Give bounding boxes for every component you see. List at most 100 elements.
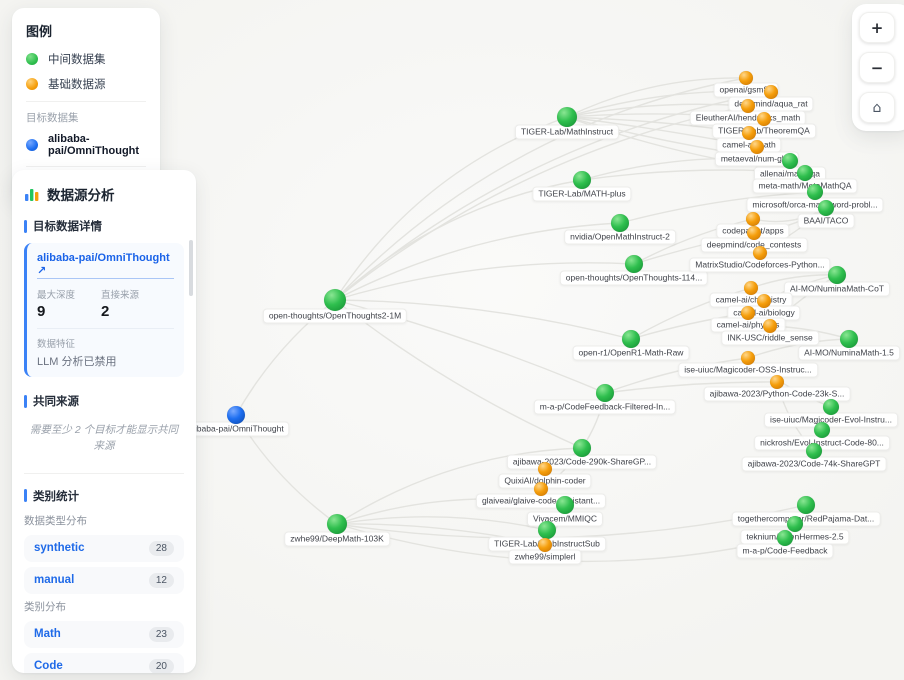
analysis-header: 数据源分析 xyxy=(24,184,184,204)
graph-edge xyxy=(604,381,778,394)
graph-node-g11-intermediate[interactable] xyxy=(326,513,348,535)
graph-node-o1-base[interactable] xyxy=(738,70,754,86)
graph-node-g16-intermediate[interactable] xyxy=(827,265,847,285)
category-name: Math xyxy=(34,628,61,640)
graph-node-g22-intermediate[interactable] xyxy=(786,515,804,533)
divider xyxy=(26,101,146,102)
graph-edge xyxy=(604,357,749,394)
graph-node-g20-intermediate[interactable] xyxy=(805,442,823,460)
analysis-title: 数据源分析 xyxy=(47,188,115,203)
graph-node-o17-base[interactable] xyxy=(533,481,549,497)
graph-node-o3-base[interactable] xyxy=(740,98,756,114)
legend-target-item: alibaba-pai/OmniThought xyxy=(26,133,146,157)
graph-node-o12-base[interactable] xyxy=(740,305,756,321)
graph-node-o9-base[interactable] xyxy=(752,245,768,261)
section-target-details: 目标数据详情 xyxy=(24,218,184,234)
panel-scrollbar-thumb[interactable] xyxy=(189,240,193,296)
graph-node-o10-base[interactable] xyxy=(743,280,759,296)
graph-edge xyxy=(633,218,754,265)
data-features: 数据特征 LLM 分析已禁用 xyxy=(37,339,117,368)
section-accent-bar xyxy=(24,394,27,408)
category-name: synthetic xyxy=(34,542,85,554)
graph-node-g10-intermediate[interactable] xyxy=(537,520,557,540)
graph-node-o13-base[interactable] xyxy=(762,318,778,334)
graph-node-g15-intermediate[interactable] xyxy=(817,199,835,217)
target-dataset-link[interactable]: alibaba-pai/OmniThought ↗ xyxy=(37,252,174,279)
section-accent-bar xyxy=(24,489,27,502)
legend-item-label: 中间数据集 xyxy=(48,54,106,66)
legend-item-intermediate: 中间数据集 xyxy=(26,51,146,67)
graph-node-g7-intermediate[interactable] xyxy=(595,383,615,403)
graph-edge xyxy=(566,77,747,118)
count-badge: 23 xyxy=(148,626,174,642)
category-name: Code xyxy=(34,660,63,672)
graph-node-o7-base[interactable] xyxy=(745,211,761,227)
graph-node-g4-intermediate[interactable] xyxy=(624,254,644,274)
graph-node-o2-base[interactable] xyxy=(763,84,779,100)
graph-node-g14-intermediate[interactable] xyxy=(806,183,824,201)
graph-edge xyxy=(334,91,772,301)
category-row-math[interactable]: Math 23 xyxy=(24,620,184,648)
graph-edge xyxy=(336,447,583,525)
graph-edge xyxy=(334,262,635,301)
graph-edge xyxy=(334,105,749,301)
graph-node-o18-base[interactable] xyxy=(537,537,553,553)
legend-title: 图例 xyxy=(26,24,53,39)
target-section-label: 目标数据集 xyxy=(26,112,79,124)
graph-node-o14-base[interactable] xyxy=(740,350,756,366)
category-row-code[interactable]: Code 20 xyxy=(24,652,184,673)
graph-node-g9-intermediate[interactable] xyxy=(555,495,575,515)
graph-edge xyxy=(334,299,632,340)
graph-node-g8-intermediate[interactable] xyxy=(572,438,592,458)
graph-node-g19-intermediate[interactable] xyxy=(813,421,831,439)
graph-node-o15-base[interactable] xyxy=(769,374,785,390)
graph-edge xyxy=(566,103,749,118)
graph-node-g23-intermediate[interactable] xyxy=(776,529,794,547)
graph-node-g18-intermediate[interactable] xyxy=(822,398,840,416)
graph-node-g17-intermediate[interactable] xyxy=(839,329,859,349)
category-row-synthetic[interactable]: synthetic 28 xyxy=(24,534,184,562)
graph-node-o4-base[interactable] xyxy=(756,111,772,127)
section-common-sources: 共同来源 xyxy=(24,393,184,409)
legend-panel: 图例 中间数据集 基础数据源 目标数据集 alibaba-pai/OmniTho… xyxy=(12,8,160,201)
count-badge: 28 xyxy=(148,540,174,556)
graph-node-g5-intermediate[interactable] xyxy=(323,288,347,312)
graph-node-o8-base[interactable] xyxy=(746,225,762,241)
analysis-panel: 数据源分析 目标数据详情 alibaba-pai/OmniThought ↗ 最… xyxy=(12,170,196,673)
legend-item-base: 基础数据源 xyxy=(26,76,146,92)
zoom-in-button[interactable]: + xyxy=(859,12,895,43)
graph-edge xyxy=(336,516,548,531)
graph-node-g3-intermediate[interactable] xyxy=(610,213,630,233)
map-controls: + − ⌂ xyxy=(852,4,904,131)
graph-node-b1-target[interactable] xyxy=(226,405,246,425)
graph-edge xyxy=(334,222,621,301)
zoom-out-button[interactable]: − xyxy=(859,52,895,83)
graph-node-g13-intermediate[interactable] xyxy=(796,164,814,182)
graph-node-o5-base[interactable] xyxy=(741,125,757,141)
graph-edge xyxy=(334,77,747,301)
reset-view-button[interactable]: ⌂ xyxy=(859,92,895,123)
category-group-label: 数据类型分布 xyxy=(24,514,87,527)
section-accent-bar xyxy=(24,219,27,233)
graph-node-g1-intermediate[interactable] xyxy=(556,106,578,128)
count-badge: 20 xyxy=(148,658,174,673)
count-badge: 12 xyxy=(148,572,174,588)
divider xyxy=(24,472,184,474)
intermediate-dataset-dot-icon xyxy=(26,53,38,65)
graph-node-g21-intermediate[interactable] xyxy=(796,495,816,515)
graph-node-g12-intermediate[interactable] xyxy=(781,152,799,170)
graph-node-o11-base[interactable] xyxy=(756,293,772,309)
legend-item-label: 基础数据源 xyxy=(48,79,106,91)
bar-chart-icon xyxy=(25,189,39,201)
graph-edge xyxy=(619,191,816,224)
graph-node-o16-base[interactable] xyxy=(537,461,553,477)
target-stats: 最大深度 9 直接来源 2 xyxy=(37,287,174,320)
graph-node-g2-intermediate[interactable] xyxy=(572,170,592,190)
stat-direct-sources: 直接来源 2 xyxy=(101,290,140,320)
section-category-stats: 类别统计 xyxy=(24,488,184,504)
graph-node-g6-intermediate[interactable] xyxy=(621,329,641,349)
graph-node-o6-base[interactable] xyxy=(749,139,765,155)
